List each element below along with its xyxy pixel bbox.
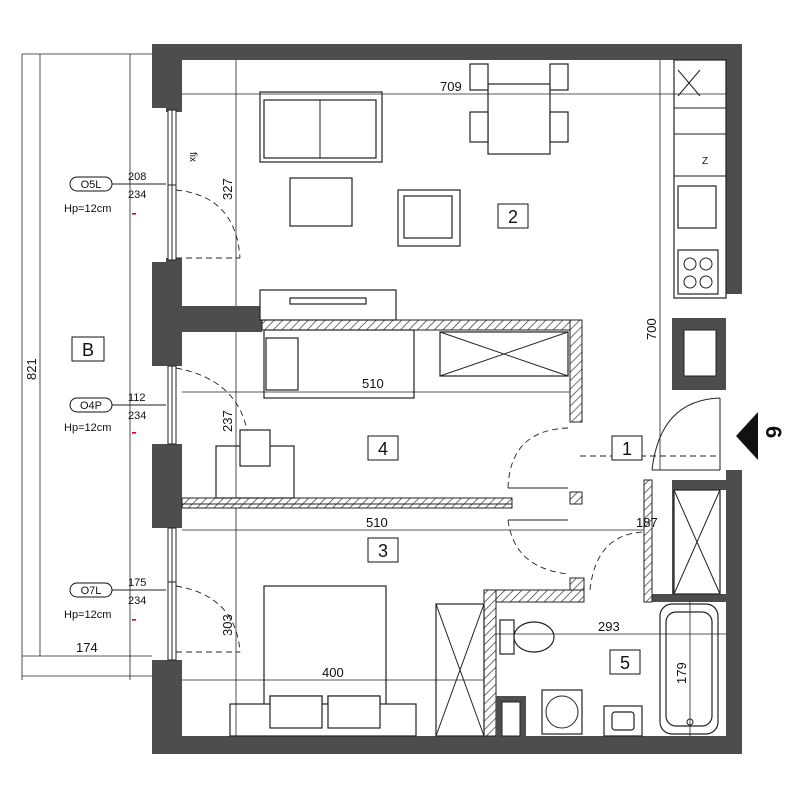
window-tag-o5l: O5L 208 234 Hp=12cm [64, 171, 166, 215]
dim-187: 187 [636, 515, 658, 530]
furniture: Z [215, 59, 727, 737]
room-5-label: 5 [620, 653, 630, 673]
fix-label: fix [187, 152, 198, 162]
dim-303: 303 [220, 614, 235, 636]
window-note: Hp=12cm [64, 203, 111, 215]
dim-400: 400 [322, 665, 344, 680]
window-tag-label: O5L [81, 179, 102, 191]
section-number: 6 [761, 426, 786, 438]
dim-179: 179 [674, 662, 689, 684]
dim-327: 327 [220, 178, 235, 200]
dim-510-bottom: 510 [366, 515, 388, 530]
dim-174: 174 [76, 640, 98, 655]
interior-walls [181, 306, 726, 737]
window-width: 208 [128, 171, 146, 183]
room-labels: 2 4 1 3 5 B [71, 203, 643, 675]
tv-unit [259, 289, 397, 321]
balcony-label: B [82, 340, 94, 360]
exterior-walls [152, 44, 742, 754]
window-tag-label: O4P [80, 400, 102, 412]
coffee-table [289, 177, 353, 227]
window-width: 112 [128, 392, 146, 404]
window-tag-o4p: O4P 112 234 Hp=12cm [64, 392, 166, 434]
room-3-label: 3 [378, 541, 388, 561]
window-note: Hp=12cm [64, 422, 111, 434]
room-1-label: 1 [622, 439, 632, 459]
section-marker: 6 [736, 412, 786, 460]
dim-709: 709 [440, 79, 462, 94]
window-tag-label: O7L [81, 585, 102, 597]
window-width: 175 [128, 577, 146, 589]
dim-510-top: 510 [362, 376, 384, 391]
window-height: 234 [128, 595, 146, 607]
room-4-label: 4 [378, 439, 388, 459]
windows [167, 109, 177, 661]
dimension-lines [21, 53, 726, 736]
dim-821: 821 [24, 358, 39, 380]
window-note: Hp=12cm [64, 609, 111, 621]
washing-machine [541, 689, 583, 735]
window-height: 234 [128, 410, 146, 422]
kitchen-sink [677, 185, 717, 229]
window-height: 234 [128, 189, 146, 201]
dim-700: 700 [644, 318, 659, 340]
toilet-tank [499, 619, 515, 655]
door-swings [175, 189, 721, 653]
dining-table [487, 83, 551, 155]
desk-chair [239, 429, 271, 467]
toilet [513, 621, 555, 653]
dim-237: 237 [220, 410, 235, 432]
fridge-mark: Z [702, 156, 708, 167]
hob [677, 249, 719, 295]
window-tag-o7l: O7L 175 234 Hp=12cm [64, 577, 166, 621]
room-2-label: 2 [508, 207, 518, 227]
dim-293: 293 [598, 619, 620, 634]
dimension-labels: 709 327 700 510 237 510 187 293 179 303 … [24, 79, 689, 684]
